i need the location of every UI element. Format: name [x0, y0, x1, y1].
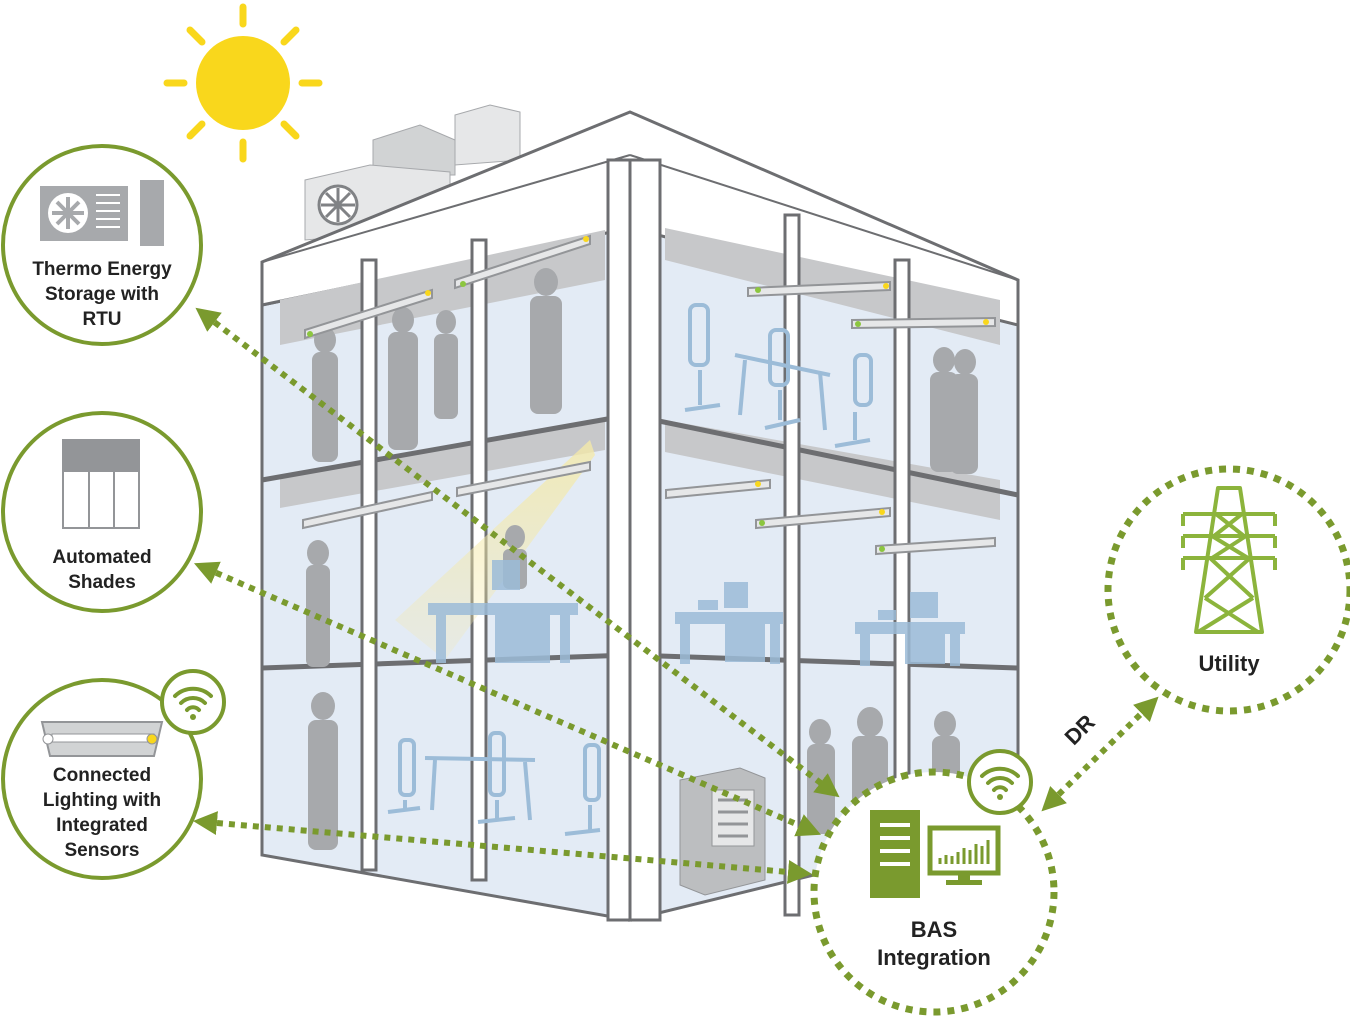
light-fixture-icon	[40, 721, 164, 757]
node-lighting-label: Connected Lighting with Integrated Senso…	[2, 763, 202, 863]
node-shades-line: Automated	[52, 547, 152, 568]
rooftop-unit-icon	[304, 104, 521, 241]
node-thermo-line: Storage with	[44, 284, 159, 305]
edge-dr-label: DR	[1060, 710, 1100, 750]
monitor-chart-icon	[927, 825, 1001, 885]
node-lighting-line: Sensors	[64, 840, 140, 861]
server-icon	[870, 810, 920, 898]
node-shades-line: Shades	[68, 572, 136, 593]
node-thermo-line: RTU	[82, 309, 122, 330]
node-bas-label: BAS Integration	[834, 916, 1034, 972]
edge-bas-utility	[1041, 696, 1159, 812]
node-bas-line: BAS	[910, 917, 958, 942]
connectors	[193, 307, 1159, 884]
node-lighting-line: Lighting with	[42, 790, 162, 811]
bas-wifi-icon	[967, 749, 1033, 815]
transmission-tower-icon	[1181, 486, 1277, 634]
wifi-icon	[160, 669, 226, 735]
sun-icon	[163, 3, 323, 163]
node-utility-circle	[1104, 465, 1350, 715]
shades-icon	[62, 439, 140, 529]
node-lighting-line: Connected	[52, 765, 152, 786]
rtu-icon	[40, 180, 164, 246]
node-lighting-line: Integrated	[56, 815, 148, 836]
edge-lighting-bas	[193, 811, 812, 884]
node-shades-label: Automated Shades	[2, 545, 202, 595]
node-utility-label: Utility	[1129, 650, 1329, 678]
node-thermo-line: Thermo Energy	[32, 259, 172, 280]
edge-shades-bas	[193, 561, 822, 837]
node-utility-line: Utility	[1198, 651, 1260, 676]
node-thermo-label: Thermo Energy Storage with RTU	[2, 257, 202, 332]
node-bas-line: Integration	[877, 945, 991, 970]
